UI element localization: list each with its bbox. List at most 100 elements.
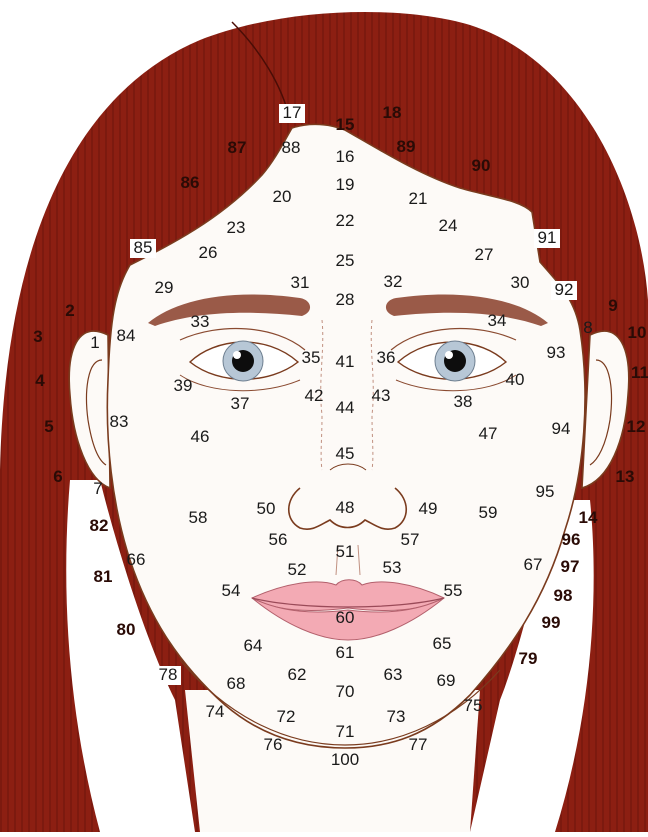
region-label-58: 58: [189, 508, 208, 527]
region-label-86: 86: [181, 173, 200, 192]
region-label-50: 50: [257, 499, 276, 518]
region-label-3: 3: [33, 327, 42, 346]
region-label-55: 55: [444, 581, 463, 600]
region-label-82: 82: [90, 516, 109, 535]
region-label-31: 31: [291, 273, 310, 292]
region-label-94: 94: [552, 419, 571, 438]
region-label-34: 34: [488, 311, 507, 330]
region-label-79: 79: [519, 649, 538, 668]
region-label-92: 92: [555, 280, 574, 299]
region-label-21: 21: [409, 189, 428, 208]
region-label-25: 25: [336, 251, 355, 270]
region-label-16: 16: [336, 147, 355, 166]
region-label-56: 56: [269, 530, 288, 549]
region-label-76: 76: [264, 735, 283, 754]
region-label-22: 22: [336, 211, 355, 230]
region-label-78: 78: [159, 665, 178, 684]
region-label-10: 10: [628, 323, 647, 342]
region-label-84: 84: [117, 326, 136, 345]
region-label-67: 67: [524, 555, 543, 574]
region-label-29: 29: [155, 278, 174, 297]
region-label-70: 70: [336, 682, 355, 701]
region-label-6: 6: [53, 467, 62, 486]
region-label-87: 87: [228, 138, 247, 157]
region-label-8: 8: [583, 318, 592, 337]
region-label-45: 45: [336, 444, 355, 463]
region-label-73: 73: [387, 707, 406, 726]
region-label-80: 80: [117, 620, 136, 639]
region-label-41: 41: [336, 352, 355, 371]
region-label-33: 33: [191, 312, 210, 331]
region-label-40: 40: [506, 370, 525, 389]
region-label-23: 23: [227, 218, 246, 237]
region-label-83: 83: [110, 412, 129, 431]
region-label-24: 24: [439, 216, 458, 235]
region-label-89: 89: [397, 137, 416, 156]
region-label-26: 26: [199, 243, 218, 262]
region-label-43: 43: [372, 386, 391, 405]
region-label-27: 27: [475, 245, 494, 264]
region-label-1: 1: [90, 333, 99, 352]
region-label-46: 46: [191, 427, 210, 446]
region-label-47: 47: [479, 424, 498, 443]
region-label-42: 42: [305, 386, 324, 405]
region-label-100: 100: [331, 750, 359, 769]
region-label-37: 37: [231, 394, 250, 413]
region-label-99: 99: [542, 613, 561, 632]
region-label-52: 52: [288, 560, 307, 579]
region-label-53: 53: [383, 558, 402, 577]
region-label-61: 61: [336, 643, 355, 662]
region-label-65: 65: [433, 634, 452, 653]
region-label-19: 19: [336, 175, 355, 194]
region-label-62: 62: [288, 665, 307, 684]
region-label-15: 15: [336, 115, 355, 134]
region-label-38: 38: [454, 392, 473, 411]
region-label-71: 71: [336, 722, 355, 741]
region-label-2: 2: [65, 301, 74, 320]
region-label-30: 30: [511, 273, 530, 292]
region-label-97: 97: [561, 557, 580, 576]
region-label-5: 5: [44, 417, 53, 436]
region-label-39: 39: [174, 376, 193, 395]
region-label-96: 96: [562, 530, 581, 549]
region-label-66: 66: [127, 550, 146, 569]
region-label-90: 90: [472, 156, 491, 175]
region-label-64: 64: [244, 636, 263, 655]
region-label-81: 81: [94, 567, 113, 586]
region-label-44: 44: [336, 398, 355, 417]
region-label-69: 69: [437, 671, 456, 690]
region-label-77: 77: [409, 735, 428, 754]
region-label-49: 49: [419, 499, 438, 518]
region-label-85: 85: [134, 238, 153, 257]
region-label-17: 17: [283, 103, 302, 122]
region-label-20: 20: [273, 187, 292, 206]
region-label-13: 13: [616, 467, 635, 486]
region-label-7: 7: [93, 479, 102, 498]
region-label-63: 63: [384, 665, 403, 684]
region-label-36: 36: [377, 348, 396, 367]
region-label-68: 68: [227, 674, 246, 693]
region-label-32: 32: [384, 272, 403, 291]
region-label-59: 59: [479, 503, 498, 522]
region-label-98: 98: [554, 586, 573, 605]
region-label-48: 48: [336, 498, 355, 517]
region-label-11: 11: [631, 363, 648, 382]
region-label-12: 12: [627, 417, 646, 436]
region-label-14: 14: [579, 508, 598, 527]
region-label-54: 54: [222, 581, 241, 600]
region-label-88: 88: [282, 138, 301, 157]
region-label-51: 51: [336, 542, 355, 561]
region-label-35: 35: [302, 348, 321, 367]
region-label-91: 91: [538, 228, 557, 247]
region-label-75: 75: [464, 696, 483, 715]
region-label-4: 4: [35, 371, 45, 390]
region-label-57: 57: [401, 530, 420, 549]
region-label-74: 74: [206, 702, 225, 721]
region-label-95: 95: [536, 482, 555, 501]
region-label-72: 72: [277, 707, 296, 726]
region-label-9: 9: [608, 296, 617, 315]
region-label-93: 93: [547, 343, 566, 362]
region-label-18: 18: [383, 103, 402, 122]
